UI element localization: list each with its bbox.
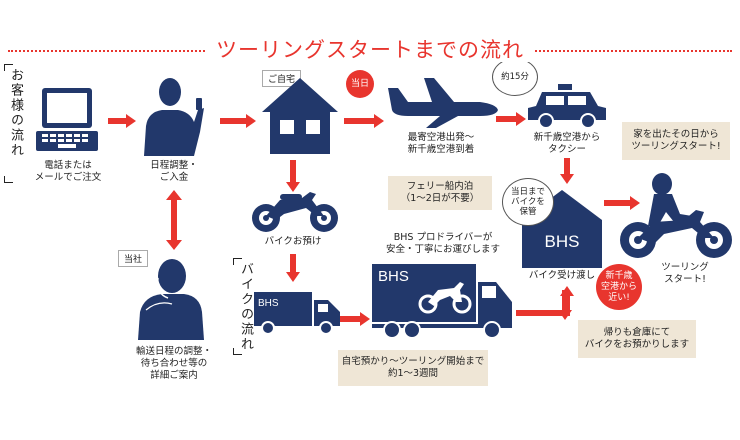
transport-label: BHS プロドライバーが 安全・丁寧にお運びします (385, 232, 500, 255)
building-brand: BHS (544, 232, 580, 251)
small-truck-icon (254, 292, 340, 335)
small-truck-brand: BHS (258, 298, 279, 309)
arrow-right-icon (340, 312, 370, 326)
large-truck-brand: BHS (378, 268, 409, 285)
bracket-top (233, 258, 242, 265)
taxi-icon (528, 84, 606, 129)
large-truck-icon (372, 264, 512, 339)
arrow-right-icon (220, 114, 256, 128)
near-airport-badge: 新千歳 空港から 近い! (596, 264, 642, 310)
arrow-right-icon (496, 112, 526, 126)
coordination-label: 輸送日程の調整・ 待ち合わせ等の 詳細ご案内 (135, 346, 212, 381)
flight-label: 最寄空港出発～ 新千歳空港到着 (407, 132, 475, 155)
touring-start-label: ツーリング スタート! (661, 262, 709, 285)
bike-flow-label: バイクの流れ (238, 262, 253, 352)
today-badge: 当日 (346, 70, 374, 98)
double-arrow-icon (166, 190, 182, 250)
bike-deposit-label: バイクお預け (264, 236, 322, 247)
storage-bubble: 当日まで バイクを 保管 (502, 178, 554, 226)
company-tag: 当社 (118, 250, 149, 267)
laptop-icon (36, 88, 98, 151)
return-storage-note: 帰りも倉庫にて バイクをお預かりします (578, 320, 696, 358)
period-note: 自宅預かり～ツーリング開始まで 約1～3週間 (338, 350, 488, 386)
bracket-bottom (4, 176, 13, 183)
house-icon (262, 78, 338, 154)
person-phone-icon (144, 78, 204, 156)
schedule-label: 日程調整・ ご入金 (150, 160, 198, 183)
rider-motorcycle-icon (620, 173, 732, 258)
order-label: 電話または メールでご注文 (34, 160, 102, 183)
arrow-down-icon (560, 158, 574, 184)
motorcycle-icon (252, 192, 338, 232)
arrow-right-icon (108, 114, 136, 128)
airplane-icon (388, 78, 498, 128)
arrow-down-icon (286, 254, 300, 282)
arrow-down-icon (286, 160, 300, 192)
customer-flow-label: お客様の流れ (8, 68, 23, 158)
arrow-right-icon (344, 114, 384, 128)
bracket-top (4, 64, 13, 71)
home-tag: ご自宅 (262, 70, 302, 87)
bhs-receive-label: バイク受け渡し (528, 270, 596, 281)
arrow-right-icon (604, 196, 640, 210)
taxi-label: 新千歳空港から タクシー (533, 132, 601, 155)
ferry-note: フェリー船内泊 （1～2日が不要） (388, 176, 492, 210)
start-day-note: 家を出たその日から ツーリングスタート! (622, 122, 730, 160)
bracket-bottom (233, 348, 242, 355)
arrow-down-icon (558, 290, 572, 320)
page-title: ツーリングスタートまでの流れ (0, 34, 740, 64)
operator-icon (138, 259, 204, 340)
